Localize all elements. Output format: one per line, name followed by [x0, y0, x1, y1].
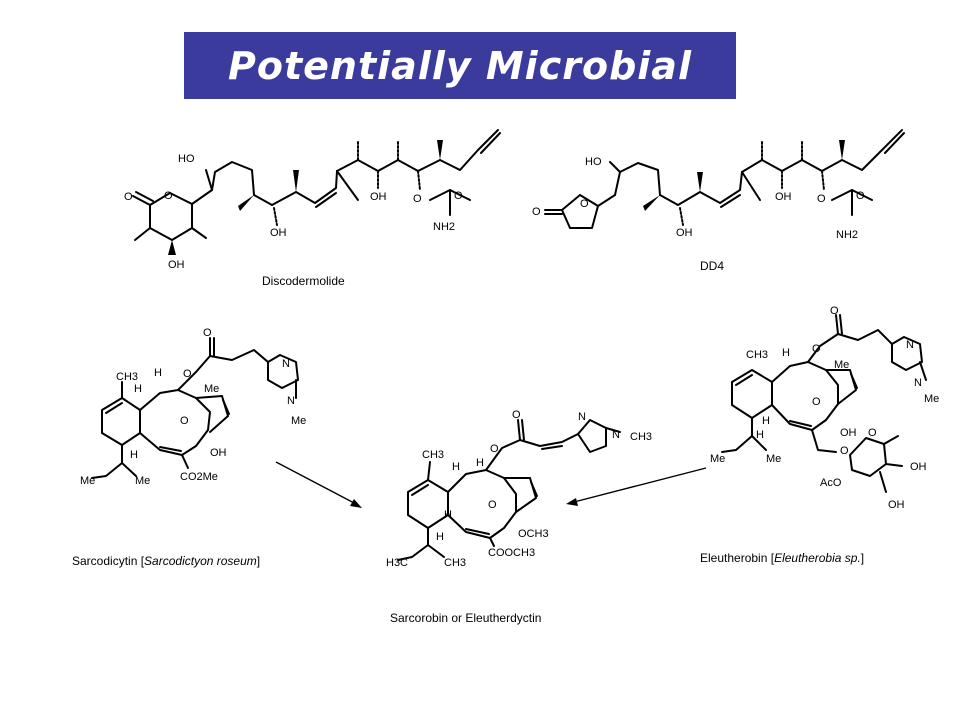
h-label: H: [782, 347, 790, 359]
o-label: O: [812, 343, 821, 355]
oh-label: OH: [775, 191, 792, 203]
me-label: Me: [834, 359, 849, 371]
h-label: H: [452, 461, 460, 473]
ho-label: HO: [178, 153, 195, 165]
o-label: O: [532, 206, 541, 218]
h-label: H: [154, 367, 162, 379]
slide-title: Potentially Microbial: [228, 43, 692, 88]
oh-label: OH: [840, 427, 857, 439]
o-label: O: [488, 499, 497, 511]
n-label: N: [906, 339, 914, 351]
o-label: O: [817, 193, 826, 205]
discodermolide-structure: HO O O OH OH OH O O NH2 Discodermolide: [124, 129, 501, 288]
o-label: O: [512, 409, 521, 421]
sarcorobin-caption: Sarcorobin or Eleutherdyctin: [390, 611, 541, 625]
dd4-structure: HO O O OH OH O O NH2 DD4: [532, 129, 905, 273]
h3c-label: H3C: [386, 557, 408, 569]
o-label: O: [180, 415, 189, 427]
ch3-label: CH3: [746, 349, 768, 361]
h-label: H: [436, 531, 444, 543]
n-label: N: [612, 429, 620, 441]
discodermolide-caption: Discodermolide: [262, 274, 345, 288]
oh-label: OH: [370, 191, 387, 203]
n-label: N: [578, 411, 586, 423]
ch3-label: CH3: [422, 449, 444, 461]
nh2-label: NH2: [433, 221, 455, 233]
me-label: Me: [135, 475, 150, 487]
title-banner: Potentially Microbial: [184, 32, 736, 99]
n-label: N: [282, 358, 290, 370]
n-label: N: [914, 377, 922, 389]
o-label: O: [454, 190, 463, 202]
oh-label: OH: [910, 461, 927, 473]
oh-label: OH: [210, 447, 227, 459]
och3-label: OCH3: [518, 528, 549, 540]
ch3-label: CH3: [444, 557, 466, 569]
o-label: O: [840, 445, 849, 457]
eleutherobin-structure: O O N N Me CH3 H H H Me O OH O O OH AcO …: [700, 305, 939, 565]
cooch3-label: COOCH3: [488, 547, 535, 559]
o-label: O: [413, 193, 422, 205]
o-label: O: [164, 190, 173, 202]
me-label: Me: [766, 453, 781, 465]
me-label: Me: [710, 453, 725, 465]
o-label: O: [183, 368, 192, 380]
sarcodicytin-caption: Sarcodicytin [Sarcodictyon roseum]: [72, 554, 260, 568]
o-label: O: [856, 190, 865, 202]
nh2-label: NH2: [836, 229, 858, 241]
h-label: H: [134, 383, 142, 395]
ch3-label: CH3: [630, 431, 652, 443]
dd4-caption: DD4: [700, 259, 724, 273]
o-label: O: [830, 305, 839, 317]
h-label: H: [476, 457, 484, 469]
oh-label: OH: [168, 259, 185, 271]
sarcorobin-structure: O O N N CH3 CH3 H H O OCH3 H H H3C CH3 C…: [386, 409, 652, 625]
oh-label: OH: [888, 499, 905, 511]
me-label: Me: [204, 383, 219, 395]
oh-label: OH: [676, 227, 693, 239]
arrow-right: [566, 467, 707, 506]
aco-label: AcO: [820, 477, 842, 489]
oh-label: OH: [270, 227, 287, 239]
arrow-left: [275, 461, 362, 508]
sarcodicytin-structure: O O N N Me CH3 H H Me O OH H Me Me CO2Me…: [72, 327, 306, 568]
o-label: O: [812, 396, 821, 408]
o-label: O: [580, 198, 589, 210]
ho-label: HO: [585, 156, 602, 168]
me-label: Me: [291, 415, 306, 427]
n-label: N: [287, 395, 295, 407]
me-label: Me: [80, 475, 95, 487]
h-label: H: [756, 429, 764, 441]
h-label: H: [762, 415, 770, 427]
co2me-label: CO2Me: [180, 471, 218, 483]
me-label: Me: [924, 393, 939, 405]
o-label: O: [203, 327, 212, 339]
o-label: O: [868, 427, 877, 439]
h-label: H: [130, 449, 138, 461]
o-label: O: [124, 191, 133, 203]
ch3-label: CH3: [116, 371, 138, 383]
eleutherobin-caption: Eleutherobin [Eleutherobia sp.]: [700, 551, 864, 565]
h-label: H: [444, 509, 452, 521]
o-label: O: [490, 443, 499, 455]
